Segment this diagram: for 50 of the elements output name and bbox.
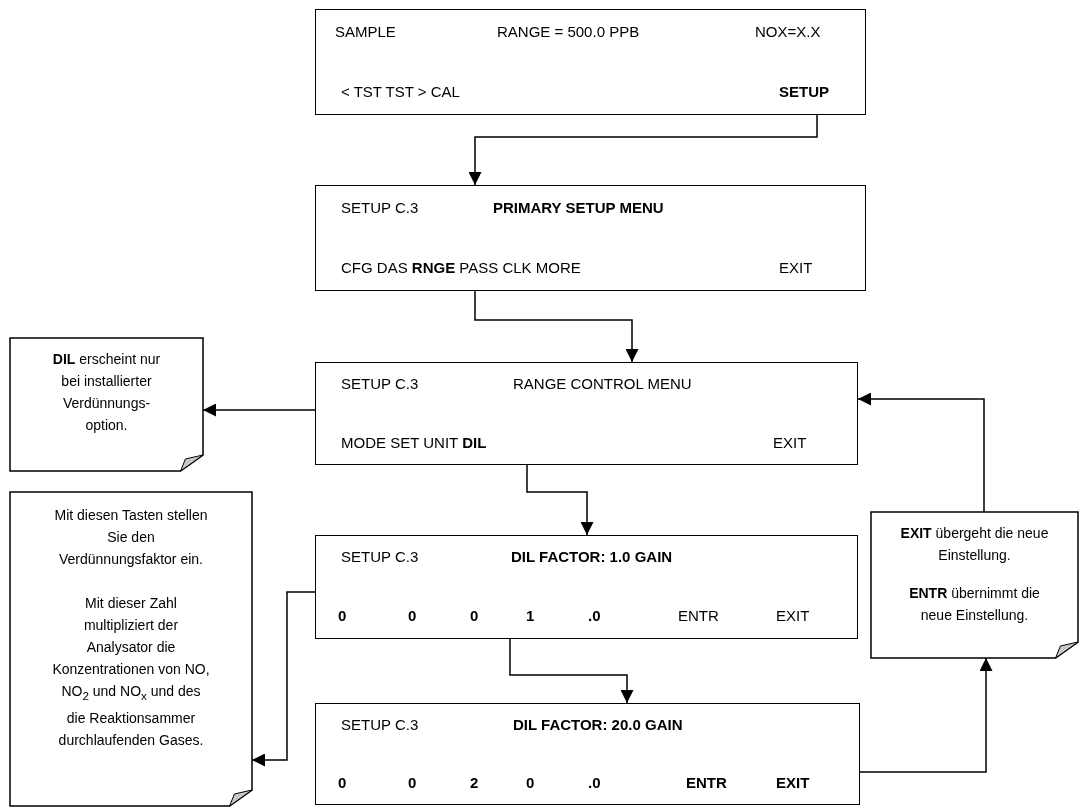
key-label: NOX=X.X [755, 23, 821, 41]
key-label: MODE SET UNIT DIL [341, 434, 487, 452]
screen-text: SAMPLE [335, 23, 396, 41]
key-label: 0 [338, 607, 347, 625]
screen-text: RANGE CONTROL MENU [513, 375, 692, 393]
note-card [10, 338, 203, 471]
screen-text: DIL FACTOR: 20.0 GAIN [513, 716, 683, 734]
key-label: SETUP [779, 83, 829, 101]
key-label: 0 [526, 774, 535, 792]
screen-text: DIL FACTOR: 1.0 GAIN [511, 548, 673, 566]
arrow [526, 464, 594, 536]
key-label: EXIT [779, 259, 813, 277]
screen-text: SETUP C.3 [341, 716, 419, 734]
key-label: EXIT [776, 607, 810, 625]
arrow [857, 392, 985, 513]
key-label: 2 [470, 774, 479, 792]
arrow [859, 657, 993, 773]
key-label: EXIT [776, 774, 810, 792]
key-label: 0 [338, 774, 347, 792]
display-screen [315, 185, 866, 291]
screen-text: PRIMARY SETUP MENU [493, 199, 664, 217]
arrow [474, 290, 639, 363]
note-text: EXIT übergeht die neue Einstellung. [899, 524, 1050, 565]
key-label: 0 [408, 774, 417, 792]
screen-text: SETUP C.3 [341, 548, 419, 566]
note-text: ENTR übernimmt die neue Einstellung. [908, 584, 1041, 625]
display-screen [315, 703, 860, 805]
key-label: .0 [588, 607, 601, 625]
note-card [871, 512, 1078, 658]
key-label: 1 [526, 607, 535, 625]
arrow [468, 114, 818, 186]
key-label: 0 [408, 607, 417, 625]
key-label: ENTR [686, 774, 727, 792]
display-screen [315, 362, 858, 465]
key-label: 0 [470, 607, 479, 625]
screen-text: SETUP C.3 [341, 199, 419, 217]
key-label: ENTR [678, 607, 719, 625]
note-text: Mit dieser Zahl multipliziert der Analysator die Konzentrationen von NO, NO$_{2}$ und NO$_{x}$ und des die Reaktionsammer durchlaufenden Gases. [52, 594, 210, 750]
note-text: Mit diesen Tasten stellen Sie den Verdünnungsfaktor ein. [53, 506, 209, 569]
note-text: DIL erscheint nur bei installierter Verdünnungs- option. [51, 350, 162, 435]
arrow [509, 638, 634, 704]
key-label: .0 [588, 774, 601, 792]
key-label: < TST TST > CAL [341, 83, 460, 101]
note-card [10, 492, 252, 806]
screen-text: SETUP C.3 [341, 375, 419, 393]
display-screen [315, 9, 866, 115]
screen-text: RANGE = 500.0 PPB [497, 23, 640, 41]
key-label: EXIT [773, 434, 807, 452]
key-label: CFG DAS RNGE PASS CLK MORE [341, 259, 581, 277]
display-screen [315, 535, 858, 639]
